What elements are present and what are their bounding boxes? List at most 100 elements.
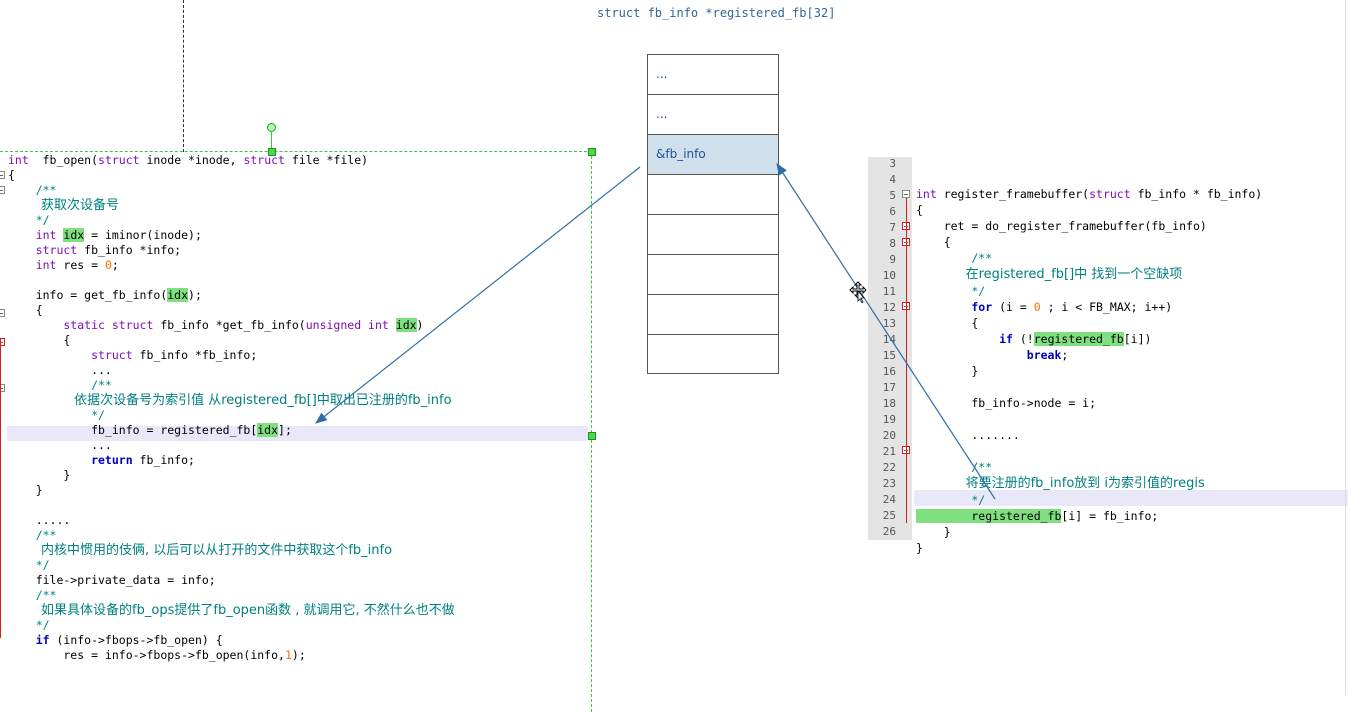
code-line[interactable]: {: [916, 315, 1262, 331]
code-token: idx: [167, 288, 189, 302]
code-line[interactable]: fb_info->node = i;: [916, 395, 1262, 411]
code-line[interactable]: */: [916, 283, 1262, 299]
code-token: 内核中惯用的伎俩, 以后可以从打开的文件中获取这个fb_info: [8, 543, 393, 558]
code-token: for: [916, 300, 993, 314]
code-token: fb_info *get_fb_info(: [153, 318, 306, 332]
code-line[interactable]: 将要注册的fb_info放到 i为索引值的regis: [916, 475, 1262, 492]
code-line[interactable]: if (info->fbops->fb_open) {: [8, 633, 455, 648]
array-cell: [648, 255, 778, 295]
code-line[interactable]: ...: [8, 363, 455, 378]
code-line[interactable]: 内核中惯用的伎俩, 以后可以从打开的文件中获取这个fb_info: [8, 543, 455, 558]
code-token: struct: [98, 153, 140, 167]
code-line[interactable]: for (i = 0 ; i < FB_MAX; i++): [916, 299, 1262, 315]
code-line[interactable]: info = get_fb_info(idx);: [8, 288, 455, 303]
fold-line: [0, 338, 1, 638]
selection-frame[interactable]: [0, 151, 592, 712]
code-line[interactable]: /**: [916, 250, 1262, 266]
code-token: ...: [8, 438, 112, 452]
code-line[interactable]: int res = 0;: [8, 258, 455, 273]
code-line[interactable]: [916, 170, 1262, 186]
code-line[interactable]: }: [916, 524, 1262, 540]
code-token: file *file): [284, 153, 369, 167]
resize-handle-top-right[interactable]: [588, 148, 596, 156]
code-token: ;: [1061, 348, 1069, 362]
code-line[interactable]: ret = do_register_framebuffer(fb_info): [916, 218, 1262, 234]
code-line[interactable]: }: [916, 540, 1262, 556]
code-token: registered_fb: [916, 509, 1062, 523]
fold-marker-icon[interactable]: [0, 309, 5, 317]
code-line[interactable]: int idx = iminor(inode);: [8, 228, 455, 243]
fb-open-code: int fb_open(struct inode *inode, struct …: [8, 153, 455, 663]
code-line[interactable]: [8, 498, 455, 513]
code-token: {: [8, 168, 15, 182]
code-line[interactable]: return fb_info;: [8, 453, 455, 468]
fold-marker-icon[interactable]: [0, 384, 5, 392]
code-line[interactable]: 获取次设备号: [8, 198, 455, 213]
code-line[interactable]: [916, 443, 1262, 459]
code-token: 获取次设备号: [8, 198, 120, 213]
rotate-handle-stem: [271, 131, 272, 151]
line-number: 14: [882, 333, 896, 346]
code-line[interactable]: ...: [8, 438, 455, 453]
code-token: /**: [916, 251, 993, 265]
fold-marker-icon[interactable]: [0, 171, 5, 179]
code-line[interactable]: 在registered_fb[]中 找到一个空缺项: [916, 266, 1262, 283]
code-line[interactable]: /**: [8, 378, 455, 393]
code-line[interactable]: {: [8, 303, 455, 318]
line-number: 18: [882, 397, 896, 410]
code-line[interactable]: /**: [8, 183, 455, 198]
code-line[interactable]: */: [916, 492, 1262, 508]
code-line[interactable]: fb_info = registered_fb[idx];: [8, 423, 455, 438]
code-line[interactable]: {: [8, 168, 455, 183]
code-line[interactable]: .....: [8, 513, 455, 528]
code-line[interactable]: /**: [916, 459, 1262, 475]
code-token: 0: [104, 258, 112, 272]
code-line[interactable]: }: [8, 468, 455, 483]
code-line[interactable]: /**: [8, 528, 455, 543]
code-line[interactable]: */: [8, 408, 455, 423]
code-line[interactable]: static struct fb_info *get_fb_info(unsig…: [8, 318, 455, 333]
code-token: int: [8, 258, 57, 272]
code-line[interactable]: .......: [916, 427, 1262, 443]
code-line[interactable]: [916, 379, 1262, 395]
code-line[interactable]: file->private_data = info;: [8, 573, 455, 588]
code-token: static struct: [8, 318, 154, 332]
code-line[interactable]: if (!registered_fb[i]): [916, 331, 1262, 347]
code-line[interactable]: int register_framebuffer(struct fb_info …: [916, 186, 1262, 202]
code-line[interactable]: }: [916, 363, 1262, 379]
code-line[interactable]: [916, 411, 1262, 427]
code-line[interactable]: 依据次设备号为索引值 从registered_fb[]中取出已注册的fb_inf…: [8, 393, 455, 408]
line-number: 26: [882, 525, 896, 538]
code-token: */: [916, 493, 986, 507]
register-framebuffer-code: int register_framebuffer(struct fb_info …: [916, 170, 1262, 556]
fold-marker-icon[interactable]: [0, 186, 5, 194]
code-line[interactable]: {: [916, 234, 1262, 250]
code-line[interactable]: [8, 273, 455, 288]
code-line[interactable]: res = info->fbops->fb_open(info,1);: [8, 648, 455, 663]
code-line[interactable]: {: [8, 333, 455, 348]
code-line[interactable]: */: [8, 213, 455, 228]
code-token: */: [8, 558, 50, 572]
code-token: inode *inode,: [139, 153, 244, 167]
code-line[interactable]: {: [916, 202, 1262, 218]
code-line[interactable]: struct fb_info *fb_info;: [8, 348, 455, 363]
code-line[interactable]: */: [8, 618, 455, 633]
connector-line: [183, 0, 184, 152]
line-number: 15: [882, 349, 896, 362]
line-number: 13: [882, 317, 896, 330]
array-cell: ...: [648, 95, 778, 135]
resize-handle-top[interactable]: [268, 148, 276, 156]
code-line[interactable]: /**: [8, 588, 455, 603]
resize-handle-right[interactable]: [588, 432, 596, 440]
code-line[interactable]: int fb_open(struct inode *inode, struct …: [8, 153, 455, 168]
code-line[interactable]: registered_fb[i] = fb_info;: [916, 508, 1262, 524]
code-line[interactable]: */: [8, 558, 455, 573]
code-line[interactable]: break;: [916, 347, 1262, 363]
code-token: .....: [8, 513, 71, 527]
code-line[interactable]: }: [8, 483, 455, 498]
fold-marker-icon[interactable]: [0, 338, 5, 346]
code-line[interactable]: 如果具体设备的fb_ops提供了fb_open函数 , 就调用它, 不然什么也不…: [8, 603, 455, 618]
code-line[interactable]: struct fb_info *info;: [8, 243, 455, 258]
line-number: 20: [882, 429, 896, 442]
fold-marker-icon[interactable]: [902, 190, 910, 198]
